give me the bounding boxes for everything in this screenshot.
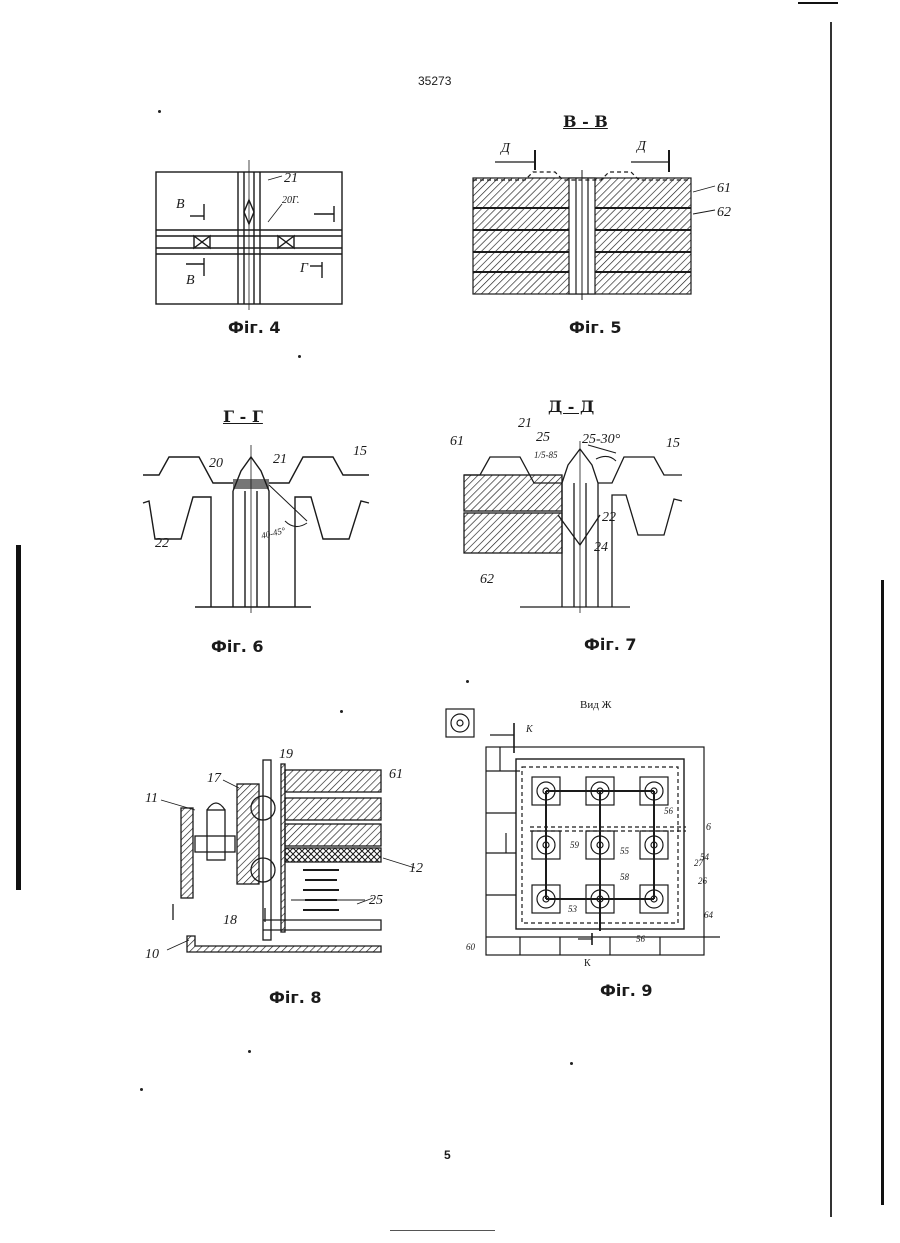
fig9-label-64: 64 [704, 911, 713, 920]
scan-speck [248, 1050, 251, 1053]
fig7-label-22: 22 [602, 511, 616, 525]
scan-edge-top [798, 2, 838, 4]
scan-speck [298, 355, 301, 358]
fig9-label-59: 59 [570, 841, 579, 850]
fig9-view-title: Вид Ж [580, 699, 611, 711]
fig9-label-53: 53 [568, 905, 577, 914]
scan-speck [140, 1088, 143, 1091]
fig5-label-61: 61 [717, 182, 731, 196]
fig6-label-15: 15 [353, 445, 367, 459]
fig9-label-58: 58 [620, 873, 629, 882]
fig7-label-24: 24 [594, 541, 608, 555]
fig6-caption: Фіг. 6 [211, 637, 264, 656]
patent-number: 35273 [418, 74, 451, 88]
fig7-section-title: Д - Д [548, 397, 594, 416]
fig9-label-27: 27 [694, 859, 703, 868]
fig4-label-g: Г [300, 262, 308, 276]
figure-7-drawing [440, 435, 700, 645]
fig4-label-v-bottom: В [186, 274, 195, 288]
fig8-label-25: 25 [369, 894, 383, 908]
fig9-label-k-top: К [526, 725, 533, 735]
fig9-label-k-bottom: К [584, 959, 591, 969]
fig9-label-55: 55 [620, 847, 629, 856]
fig8-caption: Фіг. 8 [269, 988, 322, 1007]
scan-speck [340, 710, 343, 713]
fig8-label-61: 61 [389, 768, 403, 782]
figure-9-drawing [460, 723, 730, 973]
fig5-label-d-left: Д [501, 142, 510, 156]
figure-4: 21 20Г. В В Г Фіг. 4 [150, 160, 350, 340]
figure-6-drawing [135, 435, 385, 645]
scan-speck [158, 110, 161, 113]
fig4-label-21: 21 [284, 172, 298, 186]
fig7-label-25: 25 [536, 431, 550, 445]
scan-edge-right-lower [881, 580, 884, 1205]
fig8-label-12: 12 [409, 862, 423, 876]
fig8-label-19: 19 [279, 748, 293, 762]
fig6-label-21: 21 [273, 453, 287, 467]
figure-4-drawing [150, 160, 350, 310]
figure-6: Г - Г 20 21 15 22 40-45° Фіг. 6 [135, 405, 385, 665]
fig5-caption: Фіг. 5 [569, 318, 622, 337]
fig9-label-26: 26 [698, 877, 707, 886]
scan-speck [570, 1062, 573, 1065]
fig7-label-ratio: 1/5-85 [534, 451, 558, 460]
fig8-label-17: 17 [207, 772, 221, 786]
fig6-section-title: Г - Г [223, 407, 263, 426]
figure-8: 19 61 17 11 12 25 18 10 Фіг. 8 [125, 740, 435, 1015]
fig7-label-61: 61 [450, 435, 464, 449]
figure-5: В - В Д Д 61 62 Фіг. 5 [465, 110, 755, 345]
fig9-label-6: 6 [706, 823, 711, 833]
figure-7: Д - Д 61 21 25 1/5-85 2 [440, 395, 700, 660]
fig5-label-62: 62 [717, 206, 731, 220]
scan-edge-left [16, 545, 21, 890]
scan-edge-right-upper [830, 22, 832, 1217]
fig6-label-20: 20 [209, 457, 223, 471]
fig5-label-d-right: Д [637, 140, 646, 154]
fig9-label-60: 60 [466, 943, 475, 952]
fig7-label-angle: 25-30° [582, 433, 620, 447]
fig9-caption: Фіг. 9 [600, 981, 653, 1000]
fig9-label-56-bottom: 56 [636, 935, 645, 944]
fig4-label-20g: 20Г. [282, 196, 299, 206]
page-number: 5 [444, 1148, 451, 1162]
figure-5-drawing [465, 140, 755, 340]
fig9-label-56-top: 56 [664, 807, 673, 816]
fig4-caption: Фіг. 4 [228, 318, 281, 337]
fig7-caption: Фіг. 7 [584, 635, 637, 654]
fig8-label-18: 18 [223, 914, 237, 928]
fig5-section-title: В - В [563, 112, 608, 131]
fig7-label-21: 21 [518, 417, 532, 431]
fig4-label-v-top: В [176, 198, 185, 212]
figure-9: Вид Ж [460, 695, 730, 1005]
fig8-label-10: 10 [145, 948, 159, 962]
fig7-label-62: 62 [480, 573, 494, 587]
fig6-label-22: 22 [155, 537, 169, 551]
fig7-label-15: 15 [666, 437, 680, 451]
scan-edge-bottom [390, 1230, 495, 1231]
scan-speck [466, 680, 469, 683]
fig8-label-11: 11 [145, 792, 158, 806]
